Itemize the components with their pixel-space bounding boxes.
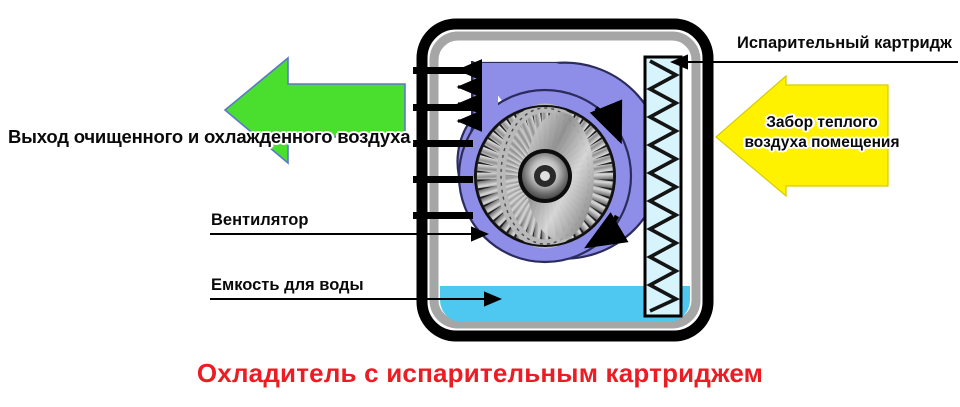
louver-slat-1 bbox=[413, 67, 473, 74]
hub-shaft bbox=[540, 171, 550, 181]
clean-air-outlet-arrow bbox=[223, 56, 406, 165]
volute-throat bbox=[473, 63, 498, 122]
label-warm-air-intake: Забор теплого воздуха помещения bbox=[742, 113, 902, 153]
cartridge-zigzag-media bbox=[646, 59, 681, 313]
louver-slat-5 bbox=[413, 212, 473, 219]
water-body bbox=[440, 286, 690, 322]
rotation-arrows bbox=[584, 99, 629, 249]
louver-slat-3 bbox=[413, 140, 473, 147]
rotation-arrow-top bbox=[589, 99, 623, 145]
rotation-arrow-bottom bbox=[584, 212, 629, 249]
louver-slat-4 bbox=[413, 176, 473, 183]
louver-slat-2 bbox=[413, 104, 473, 111]
label-water-tank: Емкость для воды bbox=[211, 276, 364, 294]
blower-wheel bbox=[474, 103, 616, 249]
label-warm-air-intake-line2: воздуха помещения bbox=[744, 134, 900, 151]
label-clean-air-outlet: Выход очищенного и охлажденного воздуха bbox=[8, 126, 411, 147]
diagram-title: Охладитель с испарительным картриджем bbox=[196, 358, 764, 388]
green-arrow-shape bbox=[223, 56, 406, 165]
wheel-outline bbox=[474, 105, 616, 247]
label-warm-air-intake-line1: Забор теплого bbox=[766, 114, 878, 131]
evaporative-cartridge bbox=[643, 55, 683, 318]
label-fan: Вентилятор bbox=[211, 211, 309, 229]
water-reservoir bbox=[440, 286, 690, 322]
label-evaporative-cartridge: Испарительный картридж bbox=[737, 34, 952, 52]
yellow-arrow-shape bbox=[715, 74, 889, 198]
leader-lines bbox=[210, 54, 958, 307]
outlet-louvers bbox=[413, 67, 473, 219]
outlet-flow-arrows bbox=[456, 59, 482, 132]
warm-air-intake-arrow bbox=[715, 74, 889, 198]
